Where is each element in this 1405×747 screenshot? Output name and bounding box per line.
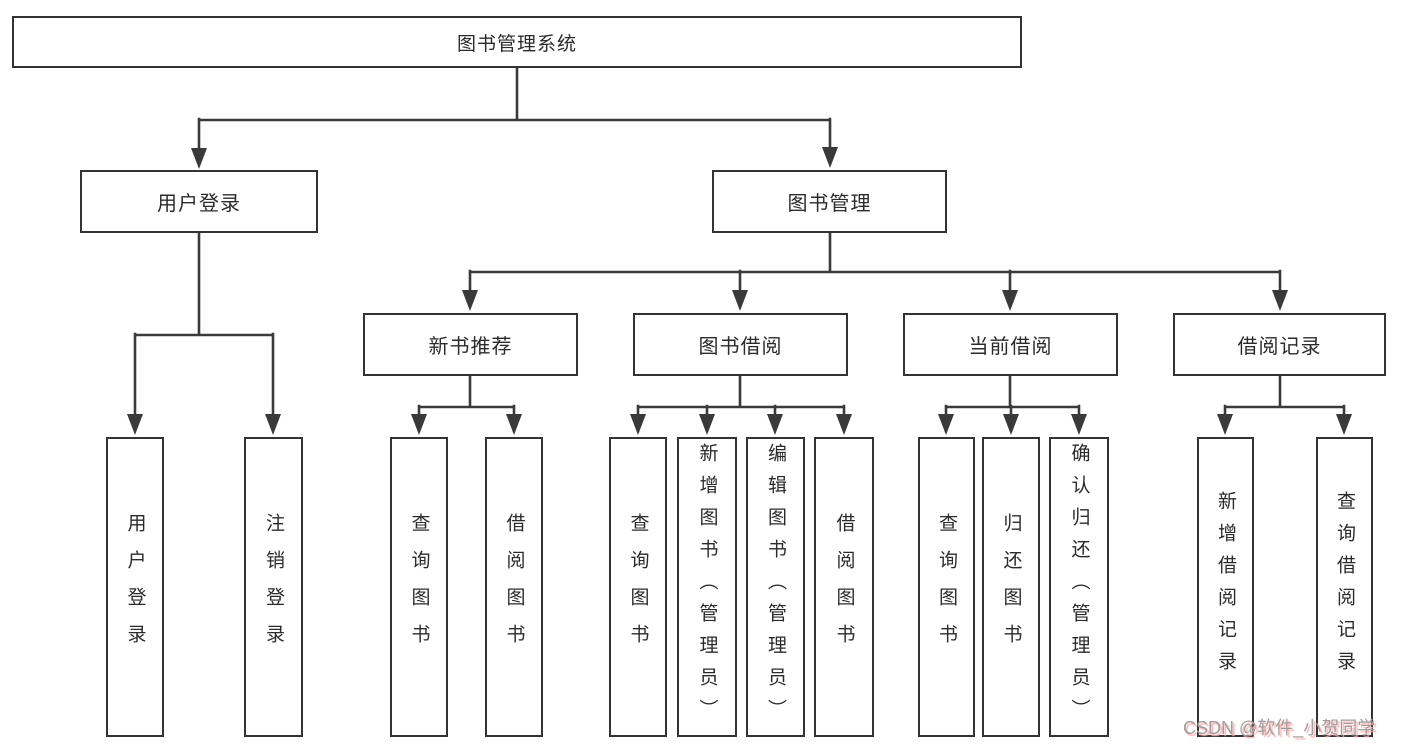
node-label: 图书管理 (787, 193, 872, 215)
node-label: 确认归还（管理员） (1068, 443, 1090, 731)
leaf-return-books: 归还图书 (982, 437, 1040, 737)
leaf-confirm-return-admin: 确认归还（管理员） (1049, 437, 1109, 737)
node-library-management-system: 图书管理系统 (12, 16, 1022, 68)
connector-current-borrow-to-leaves (938, 374, 1087, 435)
node-label: 当前借阅 (968, 336, 1053, 358)
node-label: 查询图书 (627, 513, 649, 661)
node-label: 用户登录 (157, 193, 241, 215)
leaf-query-books-borrowing: 查询图书 (609, 437, 667, 737)
leaf-add-book-admin: 新增图书（管理员） (677, 437, 737, 737)
node-book-management: 图书管理 (712, 170, 947, 233)
leaf-logout: 注销登录 (244, 437, 303, 737)
node-label: 图书管理系统 (456, 33, 577, 55)
connector-root-to-level2 (191, 66, 838, 169)
leaf-user-login: 用户登录 (106, 437, 164, 737)
connector-book-borrow-to-leaves (630, 374, 852, 435)
leaf-edit-book-admin: 编辑图书（管理员） (746, 437, 805, 737)
node-label: 用户登录 (124, 513, 146, 661)
leaf-add-borrow-record: 新增借阅记录 (1197, 437, 1254, 737)
node-label: 归还图书 (1000, 513, 1022, 661)
leaf-borrow-books-borrowing: 借阅图书 (814, 437, 874, 737)
node-label: 图书借阅 (698, 336, 783, 358)
connector-user-login-to-leaves (127, 231, 281, 435)
node-book-borrowing: 图书借阅 (633, 313, 848, 376)
node-label: 新书推荐 (428, 336, 513, 358)
connector-book-mgmt-to-level3 (462, 231, 1288, 311)
node-label: 借阅图书 (833, 513, 855, 661)
node-label: 新增借阅记录 (1215, 491, 1236, 683)
node-label: 查询借阅记录 (1334, 491, 1355, 683)
leaf-query-books-current: 查询图书 (918, 437, 975, 737)
connector-new-book-rec-to-leaves (411, 374, 522, 435)
leaf-borrow-books-recommend: 借阅图书 (485, 437, 543, 737)
node-borrowing-records: 借阅记录 (1173, 313, 1386, 376)
connector-borrow-records-to-leaves (1217, 374, 1352, 435)
node-label: 新增图书（管理员） (696, 443, 718, 731)
node-new-book-recommendation: 新书推荐 (363, 313, 578, 376)
node-label: 查询图书 (936, 513, 957, 661)
node-current-borrowing: 当前借阅 (903, 313, 1118, 376)
node-user-login: 用户登录 (80, 170, 318, 233)
leaf-query-books-recommend: 查询图书 (390, 437, 448, 737)
csdn-watermark: CSDN @软件_小贺同学 (1183, 718, 1376, 738)
node-label: 查询图书 (408, 513, 430, 661)
node-label: 注销登录 (263, 513, 284, 661)
node-label: 借阅记录 (1237, 336, 1322, 358)
node-label: 借阅图书 (503, 513, 525, 661)
leaf-query-borrow-record: 查询借阅记录 (1316, 437, 1373, 737)
node-label: 编辑图书（管理员） (765, 443, 786, 731)
